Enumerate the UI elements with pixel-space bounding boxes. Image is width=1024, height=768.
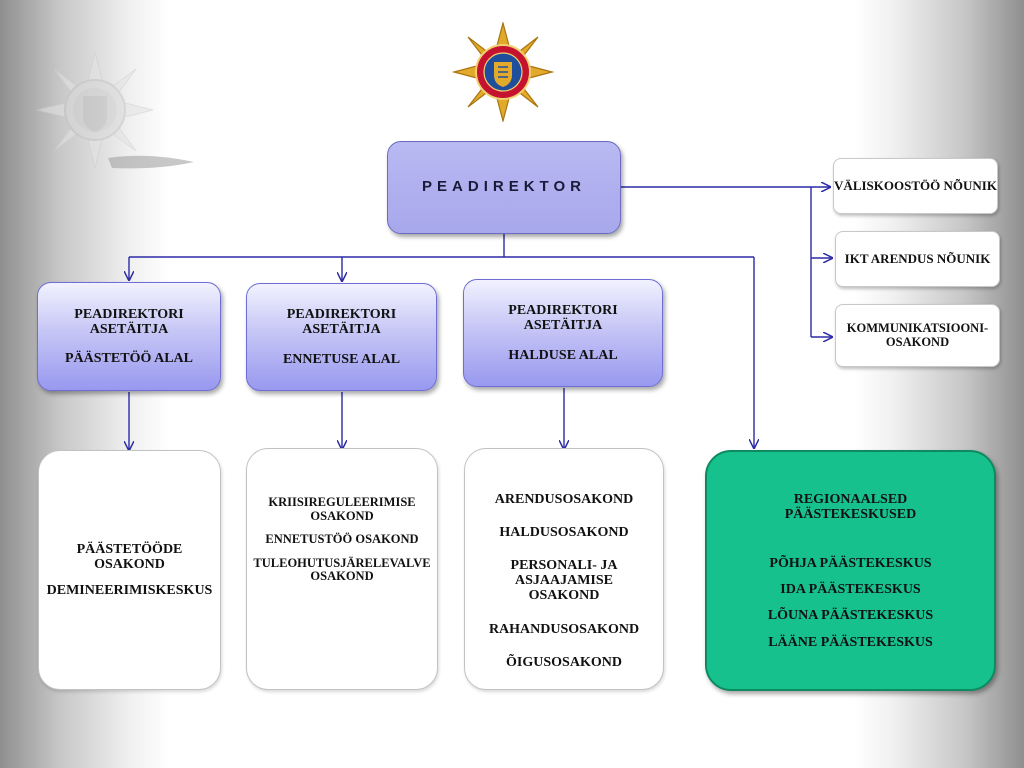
department-item: ARENDUSOSAKOND	[494, 492, 634, 507]
department-item: ENNETUSTÖÖ OSAKOND	[265, 532, 419, 546]
advisor-label: IKT ARENDUS NÕUNIK	[844, 250, 991, 266]
department-box-rescue: PÄÄSTETÖÖDE OSAKOND DEMINEERIMISKESKUS	[38, 450, 221, 690]
deputy-title: PEADIREKTORI ASETÄITJA	[286, 307, 397, 338]
deputy-box-administration: PEADIREKTORI ASETÄITJA HALDUSE ALAL	[463, 279, 663, 387]
deputy-area: HALDUSE ALAL	[508, 347, 618, 363]
deputy-box-prevention: PEADIREKTORI ASETÄITJA ENNETUSE ALAL	[246, 283, 437, 391]
deputy-title: PEADIREKTORI ASETÄITJA	[74, 306, 184, 337]
department-box-administration: ARENDUSOSAKOND HALDUSOSAKOND PERSONALI- …	[464, 448, 664, 690]
department-item: ÕIGUSOSAKOND	[506, 654, 622, 670]
advisor-label: KOMMUNIKATSIOONI-OSAKOND	[846, 321, 989, 349]
regional-rescue-centres-box: REGIONAALSED PÄÄSTEKESKUSED PÕHJA PÄÄSTE…	[705, 450, 996, 691]
emblem-watermark-icon	[36, 51, 194, 169]
advisor-box-communication: KOMMUNIKATSIOONI-OSAKOND	[835, 304, 1000, 367]
director-box: PEADIREKTOR	[387, 141, 621, 234]
advisor-label: VÄLISKOOSTÖÖ NÕUNIK	[834, 177, 997, 193]
deputy-area: ENNETUSE ALAL	[282, 351, 401, 367]
director-label: PEADIREKTOR	[422, 178, 586, 196]
advisor-box-ict: IKT ARENDUS NÕUNIK	[835, 231, 1000, 287]
deputy-title: PEADIREKTORI ASETÄITJA	[508, 303, 618, 334]
department-item: PÄÄSTETÖÖDE OSAKOND	[76, 542, 183, 573]
advisor-box-foreign: VÄLISKOOSTÖÖ NÕUNIK	[833, 158, 998, 214]
department-item: HALDUSOSAKOND	[499, 525, 629, 541]
department-item: PERSONALI- JA ASJAAJAMISE OSAKOND	[510, 558, 618, 604]
pasteamet-emblem-icon	[452, 22, 554, 122]
regional-item: LÄÄNE PÄÄSTEKESKUS	[768, 634, 933, 650]
department-box-prevention: KRIISIREGULEERIMISE OSAKOND ENNETUSTÖÖ O…	[246, 448, 438, 690]
regional-title: REGIONAALSED PÄÄSTEKESKUSED	[784, 492, 917, 523]
department-item: TULEOHUTUSJÄRELEVALVE OSAKOND	[253, 555, 431, 583]
regional-item: PÕHJA PÄÄSTEKESKUS	[769, 556, 932, 572]
deputy-area: PÄÄSTETÖÖ ALAL	[65, 351, 193, 367]
department-item: DEMINEERIMISKESKUS	[46, 582, 213, 598]
department-item: KRIISIREGULEERIMISE OSAKOND	[268, 495, 416, 523]
department-item: RAHANDUSOSAKOND	[488, 621, 640, 637]
regional-item: LÕUNA PÄÄSTEKESKUS	[767, 608, 934, 624]
regional-item: IDA PÄÄSTEKESKUS	[780, 582, 921, 598]
deputy-box-rescue: PEADIREKTORI ASETÄITJA PÄÄSTETÖÖ ALAL	[37, 282, 221, 391]
